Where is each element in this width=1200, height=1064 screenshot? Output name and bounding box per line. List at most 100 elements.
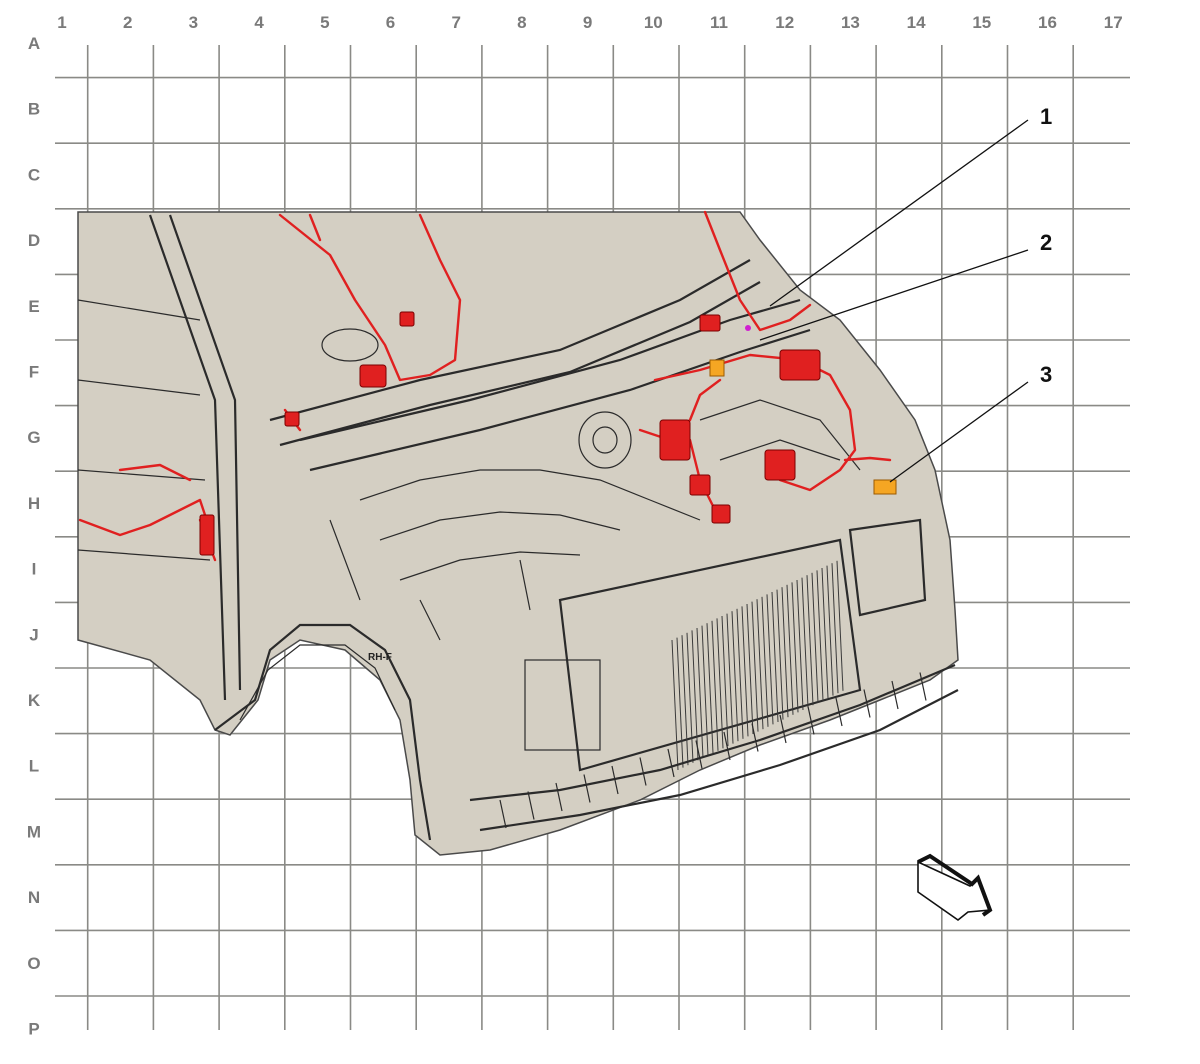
column-label: 10 bbox=[644, 13, 663, 32]
callout-label-3: 3 bbox=[1040, 362, 1052, 387]
row-label: I bbox=[32, 560, 37, 579]
highlighted-component-upper bbox=[709, 359, 725, 377]
radiator-fin bbox=[756, 599, 764, 730]
radiator-fin bbox=[786, 584, 794, 715]
row-label: C bbox=[28, 165, 40, 184]
radiator-fin bbox=[701, 625, 709, 756]
callouts: 1 2 3 bbox=[759, 104, 1052, 483]
connector-h bbox=[199, 514, 215, 556]
connector-marker-1 bbox=[745, 325, 751, 331]
column-label: 3 bbox=[189, 13, 198, 32]
connector-g bbox=[711, 504, 731, 524]
row-label: B bbox=[28, 100, 40, 119]
column-label: 13 bbox=[841, 13, 860, 32]
inner-arch bbox=[239, 644, 396, 721]
column-label: 5 bbox=[320, 13, 329, 32]
row-label: P bbox=[28, 1020, 39, 1039]
column-label: 4 bbox=[254, 13, 264, 32]
column-label: 1 bbox=[57, 13, 66, 32]
column-label: 2 bbox=[123, 13, 132, 32]
connector-e bbox=[764, 449, 796, 481]
radiator-fin bbox=[776, 589, 784, 720]
column-label: 14 bbox=[907, 13, 926, 32]
row-label: O bbox=[27, 954, 40, 973]
radiator-fin bbox=[831, 563, 839, 694]
radiator-fin bbox=[741, 606, 749, 737]
column-label: 12 bbox=[775, 13, 794, 32]
radiator-fin bbox=[706, 623, 714, 754]
connector-c bbox=[659, 419, 691, 461]
a-pillar bbox=[148, 214, 242, 701]
radiator-support bbox=[558, 538, 862, 772]
strut-tower-left bbox=[321, 328, 379, 362]
radiator-fin bbox=[681, 635, 689, 766]
strut-tower-right bbox=[578, 411, 632, 469]
connector-f bbox=[689, 474, 711, 496]
radiator-fin bbox=[796, 579, 804, 711]
radiator-fin bbox=[801, 577, 809, 708]
row-label: H bbox=[28, 494, 40, 513]
connector-d bbox=[699, 314, 721, 332]
harness-upper-right bbox=[703, 210, 812, 332]
column-label: 7 bbox=[451, 13, 460, 32]
radiator-fin bbox=[781, 587, 789, 718]
radiator-fin bbox=[806, 575, 814, 706]
column-label: 16 bbox=[1038, 13, 1057, 32]
fuse-block bbox=[779, 349, 821, 381]
radiator-fin bbox=[746, 603, 754, 735]
row-label: K bbox=[28, 691, 41, 710]
leader-line-1 bbox=[769, 119, 1029, 307]
radiator-fin bbox=[711, 620, 719, 751]
engine-bay-details bbox=[329, 399, 861, 641]
upper-rail bbox=[299, 298, 811, 472]
column-label: 6 bbox=[386, 13, 395, 32]
row-label: N bbox=[28, 888, 40, 907]
radiator-fin bbox=[686, 632, 694, 763]
latch-block bbox=[524, 659, 601, 751]
leader-line-3 bbox=[889, 381, 1029, 483]
column-label: 9 bbox=[583, 13, 592, 32]
row-label: A bbox=[28, 34, 40, 53]
connector-a bbox=[359, 364, 387, 388]
column-label: 11 bbox=[710, 13, 728, 32]
body-silhouette bbox=[77, 211, 959, 856]
cowl-crossmember bbox=[269, 259, 761, 447]
row-label: E bbox=[28, 297, 39, 316]
callout-label-1: 1 bbox=[1040, 104, 1052, 129]
radiator-fin bbox=[726, 613, 734, 744]
row-label: J bbox=[29, 625, 38, 644]
radiator-fin bbox=[716, 618, 724, 749]
row-label: M bbox=[27, 822, 41, 841]
radiator-fin bbox=[676, 637, 684, 768]
row-label: L bbox=[29, 757, 39, 776]
radiator-fin bbox=[696, 627, 704, 759]
harness-lead-3 bbox=[843, 456, 892, 462]
headlamp-bracket bbox=[848, 518, 927, 617]
radiator-fin bbox=[721, 615, 729, 747]
radiator-fin bbox=[821, 567, 829, 699]
stamp-text: RH-F bbox=[368, 652, 392, 663]
radiator-fin bbox=[771, 591, 779, 723]
column-label: 15 bbox=[972, 13, 991, 32]
row-label: G bbox=[27, 428, 40, 447]
radiator-fin bbox=[736, 608, 744, 739]
harness-main-trunk bbox=[278, 213, 462, 382]
column-label: 8 bbox=[517, 13, 526, 32]
radiator-fin bbox=[791, 582, 799, 713]
radiator-fin bbox=[671, 639, 679, 771]
row-label: F bbox=[29, 363, 39, 382]
radiator-fin bbox=[816, 570, 824, 701]
radiator-fin bbox=[766, 594, 774, 725]
valance-ribs bbox=[499, 672, 927, 829]
callout-label-2: 2 bbox=[1040, 230, 1052, 255]
vehicle-front-structure: RH-F bbox=[77, 211, 959, 856]
radiator-core bbox=[671, 560, 844, 771]
harness-engine-bay bbox=[653, 353, 857, 492]
forward-arrow-icon bbox=[917, 853, 993, 921]
radiator-fin bbox=[691, 630, 699, 761]
column-label: 17 bbox=[1104, 13, 1123, 32]
